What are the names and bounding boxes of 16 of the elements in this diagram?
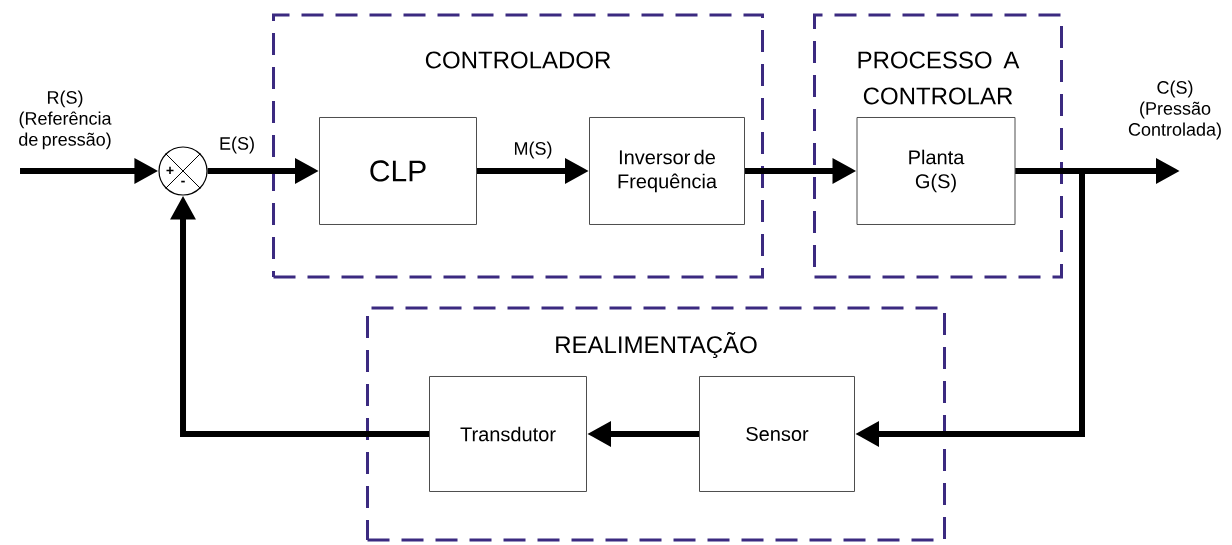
group-frame — [813, 13, 1063, 279]
group-frame — [272, 13, 764, 279]
block-box: Transdutor — [429, 376, 587, 492]
edge-label: M(S) — [512, 140, 554, 160]
block-box: Inversor de Frequência — [589, 117, 745, 225]
block-box: Planta G(S) — [856, 117, 1016, 225]
signal-label: C(S) (Pressão Controlada) — [1128, 80, 1221, 140]
block-box: CLP — [319, 117, 477, 225]
edge-label: E(S) — [218, 135, 256, 155]
group-frame — [366, 306, 946, 542]
group-heading: CONTROLADOR — [425, 51, 611, 69]
group-heading: PROCESSO A CONTROLAR — [858, 51, 1020, 105]
signal-label: R(S) (Referência de pressão) — [19, 90, 112, 150]
block-box: Sensor — [699, 376, 855, 492]
group-heading: REALIMENTAÇÃO — [556, 331, 757, 359]
summing-junction: + - — [158, 146, 208, 196]
